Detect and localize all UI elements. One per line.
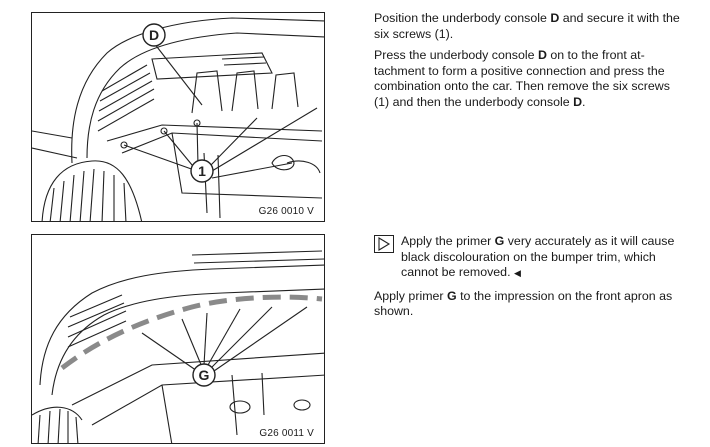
text: Position the underbody console [374,11,551,25]
text: Press the underbody console [374,48,538,63]
underbody-console-illustration: D 1 [32,17,324,221]
instruction-press-console: Press the underbody console D on to the … [374,48,684,110]
figure-code: G26 0011 V [257,428,316,439]
text: Apply the primer [401,234,495,248]
figure-code: G26 0010 V [256,206,316,217]
text: to the impression on the front apron as … [374,288,673,319]
callout-D: D [149,27,159,43]
primer-application-illustration: G [32,250,324,443]
instruction-block-primer: Apply the primer G very accurately as it… [374,234,684,326]
text: Apply primer [374,288,447,303]
instruction-position-console: Position the underbody console D and sec… [374,11,684,42]
callout-1: 1 [198,163,206,179]
text: very accurately as it will cause black d… [401,234,675,280]
callout-ref: D [573,94,583,109]
callout-G: G [199,367,210,383]
callout-ref: G [447,288,457,303]
text: on to the front at­tachment to form a po… [374,48,670,109]
caution-triangle-icon [374,235,394,253]
text: . [582,94,586,109]
instruction-block-console: Position the underbody console D and sec… [374,11,684,117]
figure-underbody-console: D 1 G26 0010 V [31,12,325,222]
figure-primer-application: G G26 0011 V [31,234,325,444]
callout-ref: G [494,234,505,248]
caution-note: Apply the primer G very accurately as it… [374,234,684,282]
text: and secure it with the six screws (1). [374,11,680,41]
callout-ref: D [537,48,547,63]
callout-ref: D [550,11,560,25]
end-marker-icon: ◀ [513,268,521,279]
instruction-apply-primer: Apply primer G to the impression on the … [374,289,684,320]
